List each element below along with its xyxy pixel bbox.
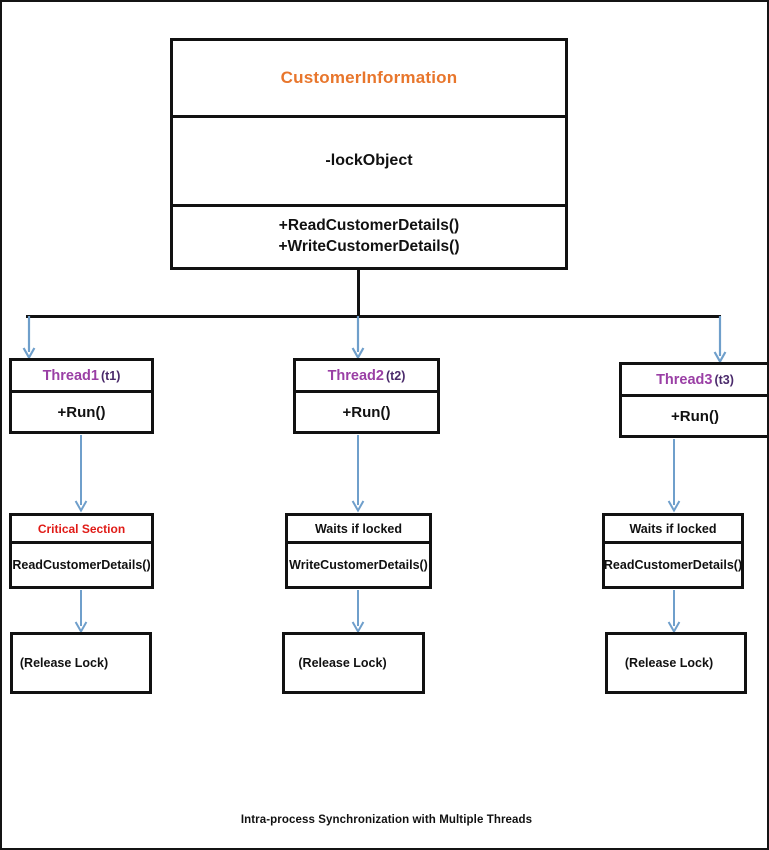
thread3-operation-row: +Run()	[622, 397, 767, 435]
release-lock-row-thread2: (Release Lock)	[298, 635, 408, 691]
release-lock-box-thread3[interactable]: (Release Lock)	[605, 632, 747, 694]
thread3-header: Thread3 (t3)	[622, 365, 767, 398]
thread2-stage-operation-label: WriteCustomerDetails()	[289, 558, 428, 573]
arrow-thread2-to-waits	[351, 435, 365, 513]
thread2-operation-row: +Run()	[296, 393, 437, 431]
arrow-critical-to-release1	[74, 590, 88, 634]
thread1-id-label: (t1)	[100, 368, 121, 383]
thread3-stage-header: Waits if locked	[605, 516, 741, 545]
arrow-waits-to-release3	[667, 590, 681, 634]
thread-box-thread1[interactable]: Thread1 (t1) +Run()	[9, 358, 154, 434]
stage-box-thread1[interactable]: Critical Section ReadCustomerDetails()	[9, 513, 154, 589]
thread3-operation-label: +Run()	[671, 407, 719, 425]
release-lock-label-thread1: (Release Lock)	[19, 656, 109, 670]
release-lock-label-thread2: (Release Lock)	[298, 656, 387, 670]
thread2-name-label: Thread2	[327, 367, 384, 384]
class-operation-compartment: +ReadCustomerDetails() +WriteCustomerDet…	[173, 207, 565, 267]
thread3-waits-label: Waits if locked	[629, 521, 717, 536]
class-operation-write: +WriteCustomerDetails()	[278, 237, 460, 255]
thread2-header: Thread2 (t2)	[296, 361, 437, 394]
class-name-label: CustomerInformation	[280, 67, 458, 87]
arrow-waits-to-release2	[351, 590, 365, 634]
release-lock-row-thread3: (Release Lock)	[625, 635, 727, 691]
thread1-stage-header: Critical Section	[12, 516, 151, 545]
release-lock-box-thread2[interactable]: (Release Lock)	[282, 632, 425, 694]
bus-arrow-thread1	[22, 316, 36, 360]
stage-box-thread3[interactable]: Waits if locked ReadCustomerDetails()	[602, 513, 744, 589]
thread3-stage-body: ReadCustomerDetails()	[603, 544, 743, 586]
thread1-header: Thread1 (t1)	[12, 361, 151, 394]
thread-bus-line	[26, 315, 721, 318]
arrow-thread1-to-critical-section	[74, 435, 88, 513]
thread3-name-label: Thread3	[656, 371, 713, 388]
class-box-customer-information[interactable]: CustomerInformation -lockObject +ReadCus…	[170, 38, 568, 270]
diagram-caption: Intra-process Synchronization with Multi…	[240, 814, 533, 826]
thread2-operation-label: +Run()	[342, 403, 391, 421]
stage-box-thread2[interactable]: Waits if locked WriteCustomerDetails()	[285, 513, 432, 589]
thread1-operation-label: +Run()	[57, 403, 106, 421]
class-attribute-compartment: -lockObject	[173, 118, 565, 207]
class-operation-read: +ReadCustomerDetails()	[278, 217, 460, 235]
release-lock-row-thread1: (Release Lock)	[20, 635, 142, 691]
class-trunk-line	[357, 270, 360, 317]
class-attribute-lockobject: -lockObject	[325, 151, 413, 169]
thread1-stage-operation-label: ReadCustomerDetails()	[12, 558, 151, 573]
thread1-operation-row: +Run()	[12, 393, 151, 431]
thread2-waits-label: Waits if locked	[314, 521, 403, 536]
thread3-stage-operation-label: ReadCustomerDetails()	[603, 558, 743, 573]
thread2-id-label: (t2)	[385, 368, 406, 383]
thread1-name-label: Thread1	[42, 367, 99, 384]
thread-box-thread3[interactable]: Thread3 (t3) +Run()	[619, 362, 767, 438]
release-lock-label-thread3: (Release Lock)	[624, 656, 714, 670]
thread2-stage-body: WriteCustomerDetails()	[288, 544, 429, 586]
bus-arrow-thread2	[351, 316, 365, 360]
thread-box-thread2[interactable]: Thread2 (t2) +Run()	[293, 358, 440, 434]
thread1-stage-body: ReadCustomerDetails()	[12, 544, 151, 586]
thread2-stage-header: Waits if locked	[288, 516, 429, 545]
class-title-compartment: CustomerInformation	[173, 41, 565, 118]
release-lock-box-thread1[interactable]: (Release Lock)	[10, 632, 152, 694]
arrow-thread3-to-waits	[667, 439, 681, 513]
critical-section-label: Critical Section	[37, 521, 126, 536]
thread3-id-label: (t3)	[714, 372, 734, 387]
bus-arrow-thread3	[713, 316, 727, 364]
